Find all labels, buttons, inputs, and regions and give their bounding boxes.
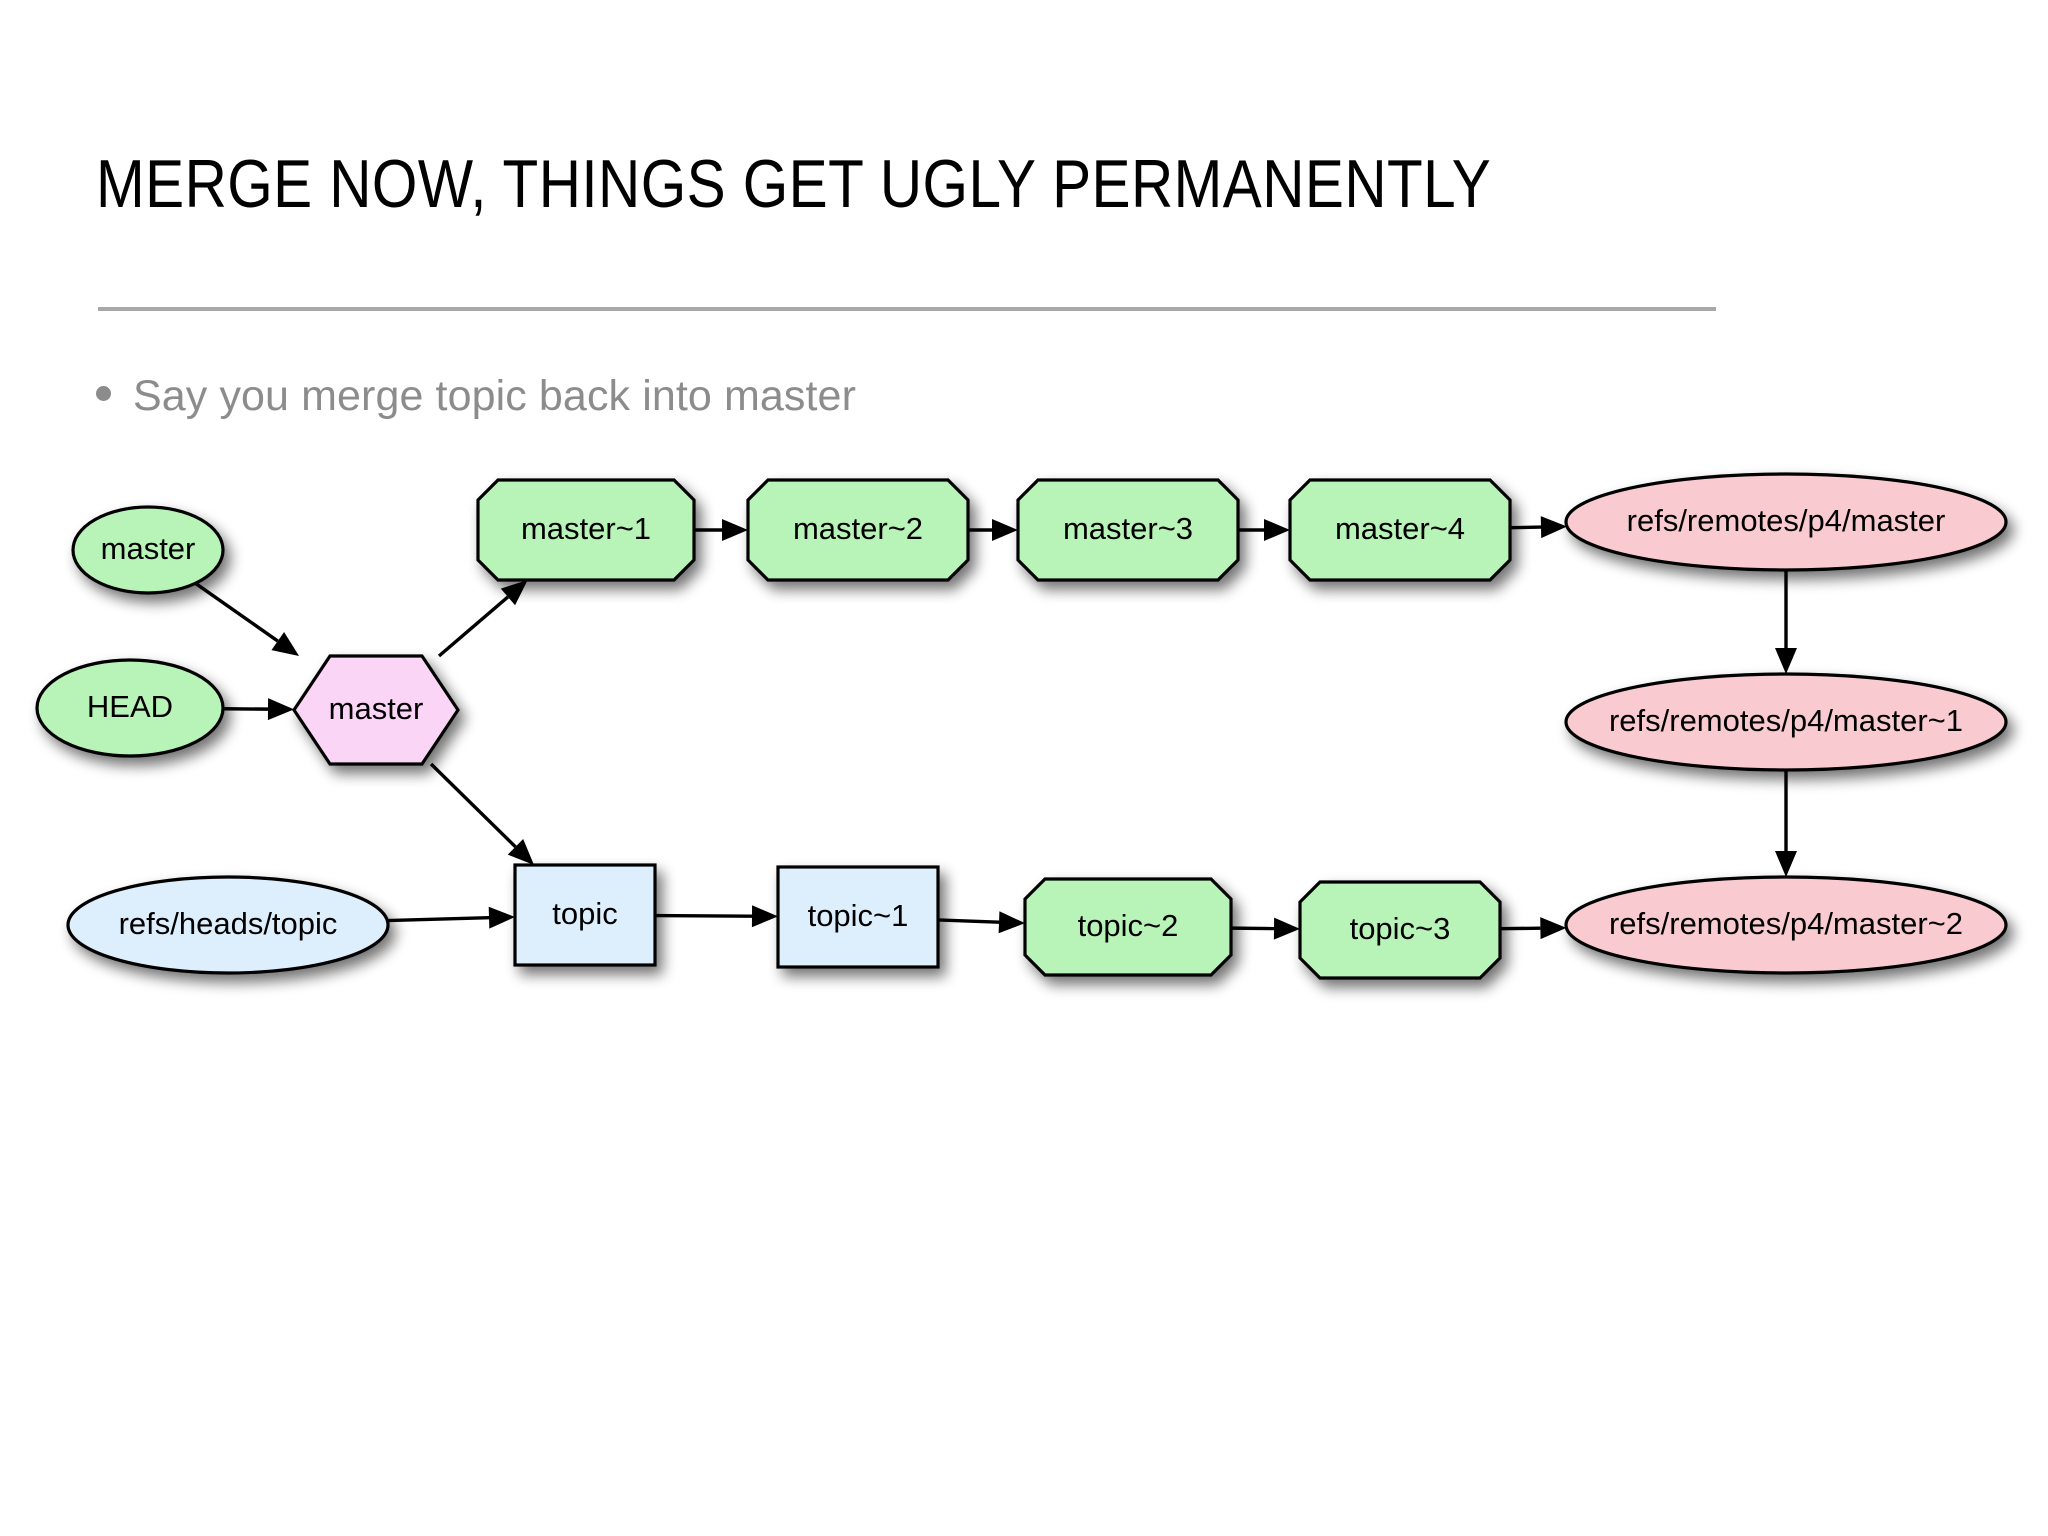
- graph-edge: [1499, 917, 1567, 940]
- graph-edge: [437, 580, 528, 658]
- graph-node-rm-master2[interactable]: refs/remotes/p4/master~2: [1564, 875, 2008, 975]
- node-shape-ellipse: [1564, 875, 2008, 975]
- graph-node-commit-topic[interactable]: topic: [513, 863, 657, 967]
- node-label: master~2: [793, 511, 923, 546]
- graph-edge: [1775, 770, 1797, 877]
- node-shape-hexagon: [292, 654, 460, 766]
- graph-node-topic1[interactable]: topic~1: [776, 865, 940, 969]
- graph-node-master1[interactable]: master~1: [476, 478, 696, 582]
- graph-node-master2[interactable]: master~2: [746, 478, 970, 582]
- node-label: master~4: [1335, 511, 1465, 546]
- graph-edge: [937, 911, 1025, 934]
- bullet-item-label: Say you merge topic back into master: [133, 372, 856, 420]
- node-shape-ellipse: [66, 875, 390, 975]
- node-label: HEAD: [87, 689, 173, 724]
- graph-edge: [429, 762, 535, 865]
- node-shape-ellipse: [1564, 672, 2008, 772]
- graph-edge: [1509, 516, 1567, 539]
- node-label: topic~2: [1078, 908, 1179, 943]
- edge-layer: [194, 516, 1797, 940]
- node-shape-octagon: [1288, 478, 1512, 582]
- node-label: refs/remotes/p4/master: [1627, 503, 1946, 538]
- graph-edge: [387, 906, 515, 929]
- node-label: master~3: [1063, 511, 1193, 546]
- node-shape-octagon: [1016, 478, 1240, 582]
- bullet-list: Say you merge topic back into master: [96, 372, 856, 421]
- node-shape-ellipse: [71, 505, 225, 595]
- node-label: master: [329, 691, 424, 726]
- node-shape-octagon: [1298, 880, 1502, 980]
- graph-edge: [1775, 570, 1797, 674]
- node-shape-octagon: [746, 478, 970, 582]
- graph-node-master3[interactable]: master~3: [1016, 478, 1240, 582]
- graph-edge: [1230, 917, 1300, 940]
- node-label: topic: [552, 896, 617, 931]
- graph-node-commit-master[interactable]: master: [292, 654, 460, 766]
- node-shape-rect: [513, 863, 657, 967]
- graph-node-ref-head[interactable]: HEAD: [35, 658, 225, 758]
- graph-edge: [1238, 519, 1290, 541]
- node-shape-rect: [776, 865, 940, 969]
- graph-node-rm-master1[interactable]: refs/remotes/p4/master~1: [1564, 672, 2008, 772]
- graph-node-topic2[interactable]: topic~2: [1023, 877, 1233, 977]
- node-shape-ellipse: [35, 658, 225, 758]
- graph-node-topic3[interactable]: topic~3: [1298, 880, 1502, 980]
- page-title: MERGE NOW, THINGS GET UGLY PERMANENTLY: [96, 146, 1492, 222]
- node-label: master: [101, 531, 196, 566]
- node-shape-octagon: [476, 478, 696, 582]
- title-divider: [98, 307, 1716, 311]
- graph-node-master4[interactable]: master~4: [1288, 478, 1512, 582]
- graph-edge: [968, 519, 1018, 541]
- graph-node-ref-topic[interactable]: refs/heads/topic: [66, 875, 390, 975]
- graph-edge: [194, 581, 300, 656]
- node-label: topic~3: [1350, 911, 1451, 946]
- node-label: refs/remotes/p4/master~1: [1609, 703, 1963, 738]
- graph-edge: [654, 905, 778, 928]
- node-shape-ellipse: [1564, 472, 2008, 572]
- graph-edge: [222, 698, 294, 721]
- node-shape-octagon: [1023, 877, 1233, 977]
- graph-node-rm-master[interactable]: refs/remotes/p4/master: [1564, 472, 2008, 572]
- node-label: refs/remotes/p4/master~2: [1609, 906, 1963, 941]
- graph-edge: [694, 519, 748, 541]
- node-label: master~1: [521, 511, 651, 546]
- node-label: topic~1: [808, 898, 909, 933]
- bullet-point-icon: [96, 386, 111, 401]
- graph-node-ref-master[interactable]: master: [71, 505, 225, 595]
- node-label: refs/heads/topic: [119, 906, 338, 941]
